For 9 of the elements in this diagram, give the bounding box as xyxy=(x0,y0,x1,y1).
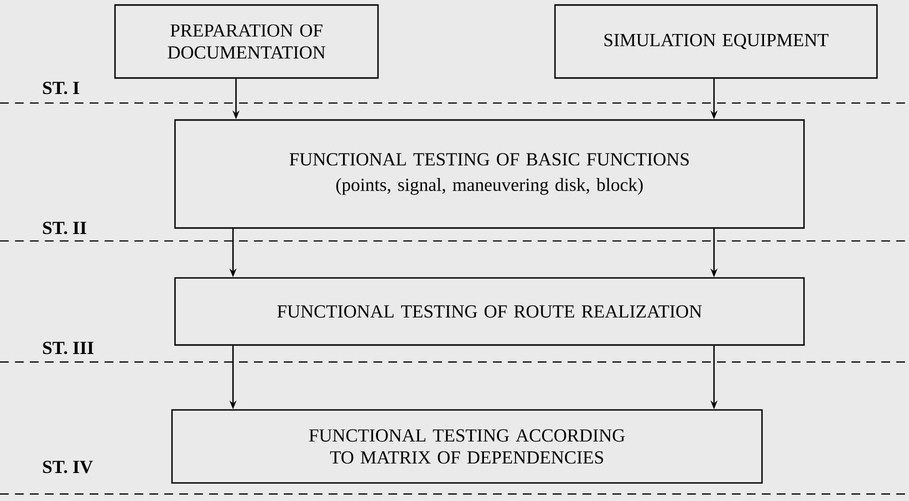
process-box: PREPARATION OF DOCUMENTATION xyxy=(114,4,379,79)
stage-label: ST. III xyxy=(43,342,94,354)
process-box: FUNCTIONAL TESTING ACCORDING TO MATRIX OF DEPENDENCIES xyxy=(171,409,763,484)
stage-label: ST. II xyxy=(43,222,86,234)
stage-label: ST. I xyxy=(43,82,80,94)
process-box: SIMULATION EQUIPMENT xyxy=(554,4,878,79)
stage-label: ST. IV xyxy=(43,460,93,474)
process-box: FUNCTIONAL TESTING OF BASIC FUNCTIONS (points, signal, maneuvering disk, block) xyxy=(174,119,805,229)
process-box: FUNCTIONAL TESTING OF ROUTE REALIZATION xyxy=(174,277,805,346)
